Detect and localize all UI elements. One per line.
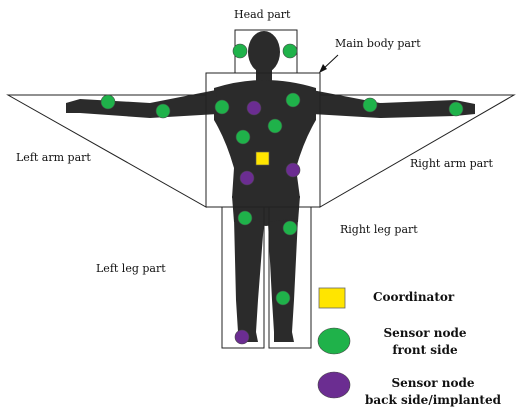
legend-front-node-line2: front side (370, 342, 480, 359)
main-body-pointer-arrow (319, 55, 338, 73)
back-sensor-node (235, 330, 249, 344)
legend-coordinator-square (319, 288, 345, 308)
back-sensor-node (247, 101, 261, 115)
front-sensor-node (363, 98, 377, 112)
legend-coordinator-label: Coordinator (373, 289, 454, 306)
front-sensor-node (286, 93, 300, 107)
front-sensor-node (268, 119, 282, 133)
front-sensor-node (449, 102, 463, 116)
head-part-label: Head part (234, 8, 290, 21)
legend-front-node-line1: Sensor node (370, 325, 480, 342)
front-sensor-node (156, 104, 170, 118)
front-sensor-node (233, 44, 247, 58)
left-arm-part-label: Left arm part (16, 151, 91, 164)
legend-symbols (318, 288, 350, 398)
right-arm-part-label: Right arm part (410, 157, 493, 170)
legend-back-node-line2: back side/implanted (358, 392, 508, 409)
legend-front-node-label: Sensor node front side (370, 325, 480, 359)
legend-front-node-circle (318, 328, 350, 354)
torso (214, 80, 316, 198)
legend-back-node-line1: Sensor node (358, 375, 508, 392)
front-sensor-node (215, 100, 229, 114)
front-sensor-node (101, 95, 115, 109)
head (248, 31, 280, 73)
coordinator-node (256, 152, 269, 165)
front-sensor-node (238, 211, 252, 225)
left-leg-part-label: Left leg part (96, 262, 166, 275)
back-sensor-node (286, 163, 300, 177)
right-leg-part-label: Right leg part (340, 223, 418, 236)
left-leg-figure (234, 218, 264, 342)
front-sensor-node (276, 291, 290, 305)
back-sensor-node (240, 171, 254, 185)
front-sensor-node (283, 44, 297, 58)
front-sensor-node (283, 221, 297, 235)
right-leg-figure (268, 218, 298, 342)
main-body-part-label: Main body part (335, 37, 421, 50)
legend-back-node-circle (318, 372, 350, 398)
left-arm-figure (66, 90, 218, 118)
front-sensor-node (236, 130, 250, 144)
